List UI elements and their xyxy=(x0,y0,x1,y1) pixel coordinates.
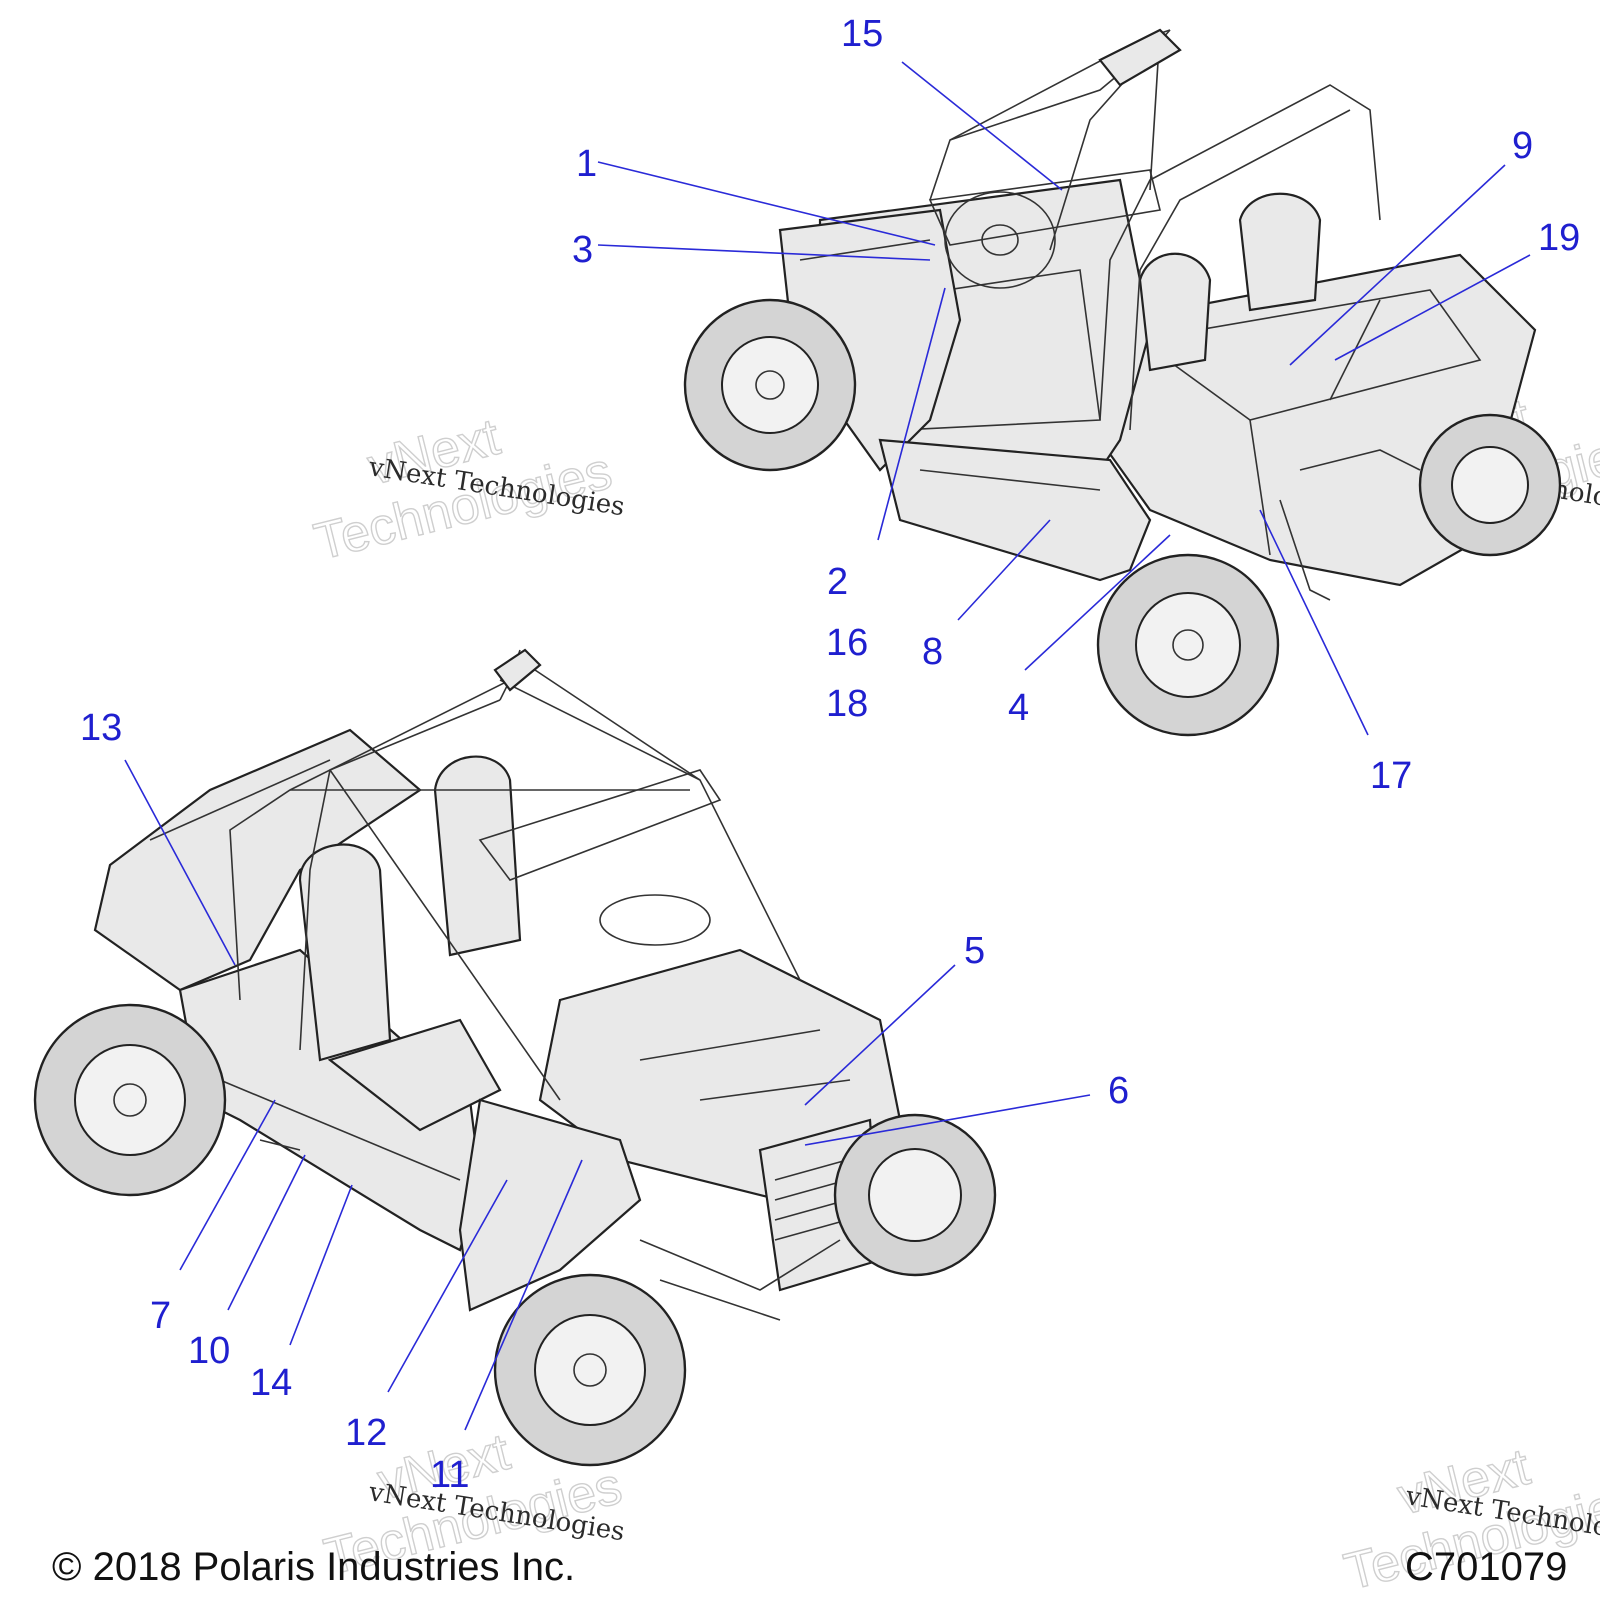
callout-14: 14 xyxy=(250,1362,292,1404)
callout-2: 2 xyxy=(827,561,848,603)
leader-line-19 xyxy=(1334,254,1531,361)
leader-line-12 xyxy=(387,1179,508,1393)
leader-line-10 xyxy=(227,1154,306,1311)
wheel xyxy=(1096,553,1280,737)
leader-line-15 xyxy=(901,61,1063,191)
copyright-notice: © 2018 Polaris Industries Inc. xyxy=(52,1545,575,1589)
callout-10: 10 xyxy=(188,1330,230,1372)
wheel xyxy=(493,1273,687,1467)
callout-1: 1 xyxy=(576,143,597,185)
vehicle-front-view xyxy=(33,648,997,1467)
leader-line-17 xyxy=(1259,509,1369,736)
leader-line-1 xyxy=(597,161,936,246)
leader-line-4 xyxy=(1024,534,1171,671)
callout-15: 15 xyxy=(841,13,883,55)
vehicle-rear-view xyxy=(683,28,1562,737)
leader-line-5 xyxy=(804,964,956,1106)
wheel xyxy=(683,298,857,472)
callout-17: 17 xyxy=(1370,755,1412,797)
callout-numbers: 1 2 3 4 5 6 7 8 9 10 11 12 13 14 15 16 1… xyxy=(80,13,1580,1496)
wheel xyxy=(1418,413,1562,557)
callout-5: 5 xyxy=(964,930,985,972)
leader-lines xyxy=(124,61,1531,1431)
leader-line-13 xyxy=(124,759,236,966)
wheel xyxy=(33,1003,227,1197)
callout-3: 3 xyxy=(572,229,593,271)
callout-13: 13 xyxy=(80,707,122,749)
leader-line-2 xyxy=(877,287,946,541)
leader-line-9 xyxy=(1289,164,1506,366)
callout-6: 6 xyxy=(1108,1070,1129,1112)
leader-line-6 xyxy=(804,1094,1091,1146)
callout-7: 7 xyxy=(150,1295,171,1337)
callout-9: 9 xyxy=(1512,125,1533,167)
callout-8: 8 xyxy=(922,631,943,673)
callout-16: 16 xyxy=(826,622,868,664)
callout-4: 4 xyxy=(1008,687,1029,729)
leader-line-7 xyxy=(179,1099,276,1271)
leader-line-11 xyxy=(464,1159,583,1431)
leader-line-8 xyxy=(957,519,1051,621)
leader-line-14 xyxy=(289,1184,353,1346)
callout-12: 12 xyxy=(345,1412,387,1454)
leader-line-3 xyxy=(597,244,931,261)
figure-code: C701079 xyxy=(1405,1545,1567,1589)
callout-11: 11 xyxy=(430,1454,469,1496)
wheel xyxy=(833,1113,997,1277)
callout-19: 19 xyxy=(1538,217,1580,259)
callout-18: 18 xyxy=(826,683,868,725)
